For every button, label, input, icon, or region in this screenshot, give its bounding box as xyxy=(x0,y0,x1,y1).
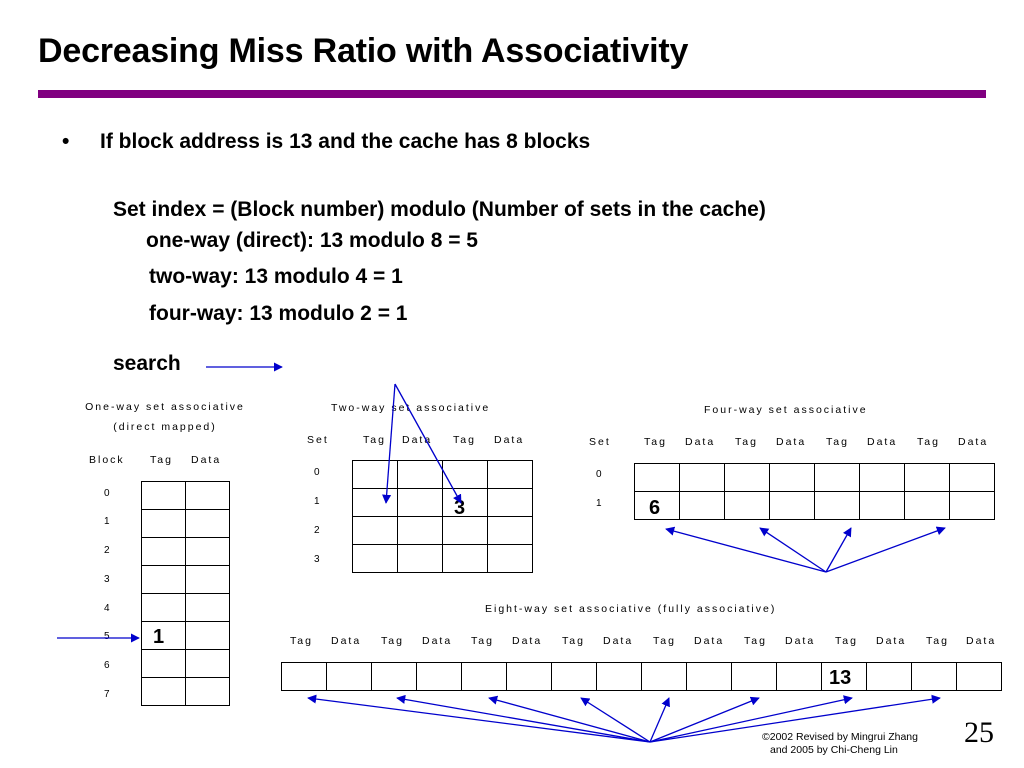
eight-way-col-data: Data xyxy=(876,635,907,647)
eight-way-col-tag: Tag xyxy=(926,635,949,647)
one-way-col-data: Data xyxy=(191,454,222,466)
two-way-col-tag: Tag xyxy=(363,434,386,446)
two-way-row-label: 0 xyxy=(314,467,320,478)
one-way-marker: 1 xyxy=(153,626,165,648)
two-way-cache-grid xyxy=(352,460,533,573)
four-way-col-tag: Tag xyxy=(826,436,849,448)
formula-text: Set index = (Block number) modulo (Numbe… xyxy=(113,198,766,221)
one-way-row-label: 0 xyxy=(104,488,110,499)
four-way-arrow xyxy=(825,527,852,573)
eight-way-col-data: Data xyxy=(694,635,725,647)
four-way-col-tag: Tag xyxy=(735,436,758,448)
four-way-cache-grid xyxy=(634,463,995,520)
four-way-col-data: Data xyxy=(958,436,989,448)
eight-way-arrow xyxy=(307,694,651,743)
four-way-col-data: Data xyxy=(776,436,807,448)
two-way-row-label: 2 xyxy=(314,525,320,536)
eight-way-marker: 13 xyxy=(829,667,852,689)
two-way-line: two-way: 13 modulo 4 = 1 xyxy=(149,265,403,288)
two-way-marker: 3 xyxy=(454,497,466,519)
slide-title: Decreasing Miss Ratio with Associativity xyxy=(38,32,689,70)
eight-way-col-data: Data xyxy=(603,635,634,647)
eight-way-arrow xyxy=(396,694,651,743)
one-way-row-label: 7 xyxy=(104,689,110,700)
four-way-row-label: 1 xyxy=(596,498,602,509)
eight-way-col-data: Data xyxy=(785,635,816,647)
one-way-cache-grid xyxy=(141,481,230,706)
two-way-arrow xyxy=(394,383,462,504)
four-way-line: four-way: 13 modulo 2 = 1 xyxy=(149,302,408,325)
two-way-col-tag: Tag xyxy=(453,434,476,446)
one-way-row-label: 4 xyxy=(104,603,110,614)
eight-way-col-tag: Tag xyxy=(290,635,313,647)
four-way-arrow xyxy=(665,526,827,573)
footer-credit-line2: and 2005 by Chi-Cheng Lin xyxy=(770,744,898,756)
four-way-col-tag: Tag xyxy=(917,436,940,448)
one-way-row-label: 6 xyxy=(104,660,110,671)
four-way-title: Four-way set associative xyxy=(704,404,868,416)
footer-credit-line1: ©2002 Revised by Mingrui Zhang xyxy=(762,731,918,743)
two-way-row-label: 3 xyxy=(314,554,320,565)
two-way-col-data: Data xyxy=(494,434,525,446)
bullet-symbol: • xyxy=(62,130,70,153)
eight-way-cache-grid xyxy=(281,662,1002,691)
eight-way-col-tag: Tag xyxy=(471,635,494,647)
four-way-marker: 6 xyxy=(649,497,661,519)
four-way-arrow xyxy=(759,527,827,573)
one-way-line: one-way (direct): 13 modulo 8 = 5 xyxy=(146,229,478,252)
two-way-col-data: Data xyxy=(402,434,433,446)
eight-way-arrow xyxy=(488,695,651,743)
four-way-arrow xyxy=(825,526,946,573)
search-label: search xyxy=(113,352,181,375)
four-way-col-set: Set xyxy=(589,436,611,448)
eight-way-col-tag: Tag xyxy=(381,635,404,647)
eight-way-col-tag: Tag xyxy=(562,635,585,647)
two-way-col-set: Set xyxy=(307,434,329,446)
four-way-col-data: Data xyxy=(867,436,898,448)
four-way-row-label: 0 xyxy=(596,469,602,480)
one-way-row-label: 3 xyxy=(104,574,110,585)
eight-way-title: Eight-way set associative (fully associa… xyxy=(485,603,777,615)
eight-way-arrow xyxy=(580,697,651,743)
two-way-arrow xyxy=(382,383,396,504)
eight-way-col-tag: Tag xyxy=(653,635,676,647)
one-way-title: One-way set associative xyxy=(85,401,245,413)
eight-way-col-data: Data xyxy=(331,635,362,647)
one-way-subtitle: (direct mapped) xyxy=(113,421,217,433)
two-way-title: Two-way set associative xyxy=(331,402,491,414)
eight-way-col-data: Data xyxy=(512,635,543,647)
eight-way-col-tag: Tag xyxy=(835,635,858,647)
one-way-row-label: 1 xyxy=(104,516,110,527)
footer-credit: ©2002 Revised by Mingrui Zhang and 2005 … xyxy=(762,731,918,757)
page-number: 25 xyxy=(964,716,994,749)
eight-way-arrow xyxy=(649,697,670,743)
eight-way-col-data: Data xyxy=(966,635,997,647)
eight-way-arrow xyxy=(649,694,941,743)
title-rule xyxy=(38,90,986,98)
bullet-text: If block address is 13 and the cache has… xyxy=(100,130,591,153)
two-way-row-label: 1 xyxy=(314,496,320,507)
one-way-col-tag: Tag xyxy=(150,454,173,466)
one-way-row-label: 2 xyxy=(104,545,110,556)
eight-way-col-data: Data xyxy=(422,635,453,647)
eight-way-col-tag: Tag xyxy=(744,635,767,647)
four-way-col-data: Data xyxy=(685,436,716,448)
eight-way-arrow xyxy=(649,695,853,743)
one-way-col-block: Block xyxy=(89,454,125,466)
one-way-row-label: 5 xyxy=(104,631,110,642)
four-way-col-tag: Tag xyxy=(644,436,667,448)
eight-way-arrow xyxy=(649,696,760,743)
